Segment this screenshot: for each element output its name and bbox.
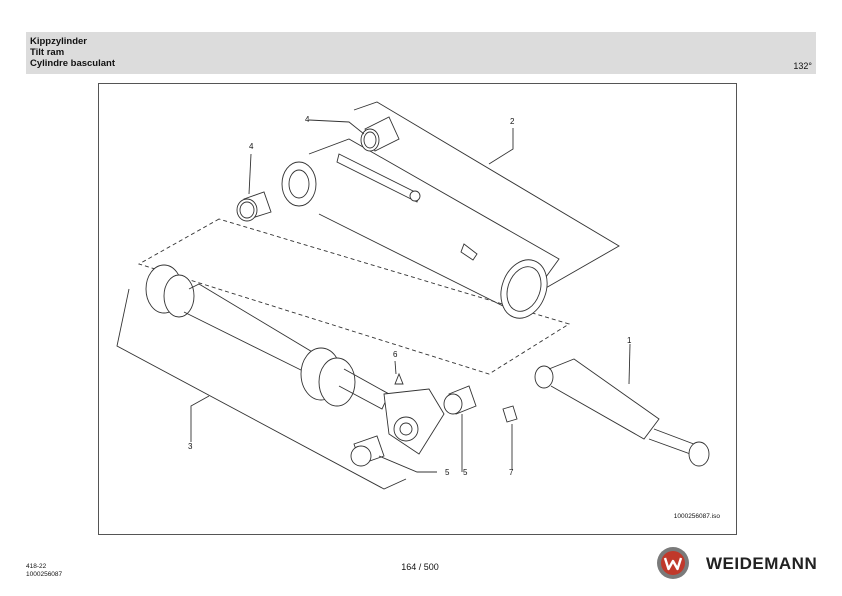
brand-logo: WEIDEMANN bbox=[650, 546, 820, 580]
bracket-item-2 bbox=[353, 101, 620, 290]
leader-1 bbox=[628, 343, 631, 385]
assembly-dash-box bbox=[137, 218, 571, 375]
piston-rod-shape bbox=[145, 264, 445, 455]
cylinder-barrel-shape bbox=[281, 138, 560, 319]
page-code: 132° bbox=[793, 61, 812, 71]
leader-4a bbox=[308, 119, 365, 135]
callout-1: 1 bbox=[627, 336, 632, 345]
footer-codes: 418-22 1000256087 bbox=[26, 563, 62, 579]
callout-3: 3 bbox=[188, 442, 193, 451]
callout-5-left: 5 bbox=[445, 468, 450, 477]
callout-7: 7 bbox=[509, 468, 514, 477]
brand-name: WEIDEMANN bbox=[706, 554, 818, 573]
callout-5-right: 5 bbox=[463, 468, 468, 477]
title-english: Tilt ram bbox=[30, 47, 65, 58]
model-number: 418-22 bbox=[26, 563, 47, 570]
callout-2: 2 bbox=[510, 117, 515, 126]
grease-nipple-7 bbox=[502, 405, 518, 423]
callout-4-top: 4 bbox=[305, 115, 310, 124]
bushing-left bbox=[236, 191, 272, 222]
callout-6: 6 bbox=[393, 350, 398, 359]
leader-5a bbox=[378, 455, 437, 473]
assembled-cylinder-shape bbox=[534, 358, 710, 467]
document-number: 1000256087 bbox=[26, 571, 63, 578]
leader-3 bbox=[190, 395, 210, 442]
exploded-view-figure: 4 4 2 3 5 5 6 7 1 1000256087.iso bbox=[98, 83, 737, 535]
grease-nipple-6 bbox=[394, 372, 404, 385]
leader-4b bbox=[248, 153, 252, 195]
weidemann-logo-icon bbox=[657, 547, 689, 579]
exploded-drawing bbox=[116, 101, 710, 490]
callout-4-left: 4 bbox=[249, 142, 254, 151]
leader-6 bbox=[394, 360, 397, 375]
bushing-lower-right bbox=[443, 385, 477, 415]
title-german: Kippzylinder bbox=[30, 36, 88, 47]
header-bar: Kippzylinder Tilt ram Cylindre basculant… bbox=[26, 32, 816, 74]
header-titles: Kippzylinder Tilt ram Cylindre basculant bbox=[30, 36, 115, 69]
page-number: 164 / 500 bbox=[401, 562, 439, 572]
bushing-lower-left bbox=[350, 435, 385, 467]
leader-2 bbox=[488, 128, 514, 165]
title-french: Cylindre basculant bbox=[30, 58, 115, 69]
bracket-item-3 bbox=[116, 288, 407, 490]
bushing-top bbox=[360, 116, 400, 152]
drawing-id: 1000256087.iso bbox=[673, 513, 720, 520]
